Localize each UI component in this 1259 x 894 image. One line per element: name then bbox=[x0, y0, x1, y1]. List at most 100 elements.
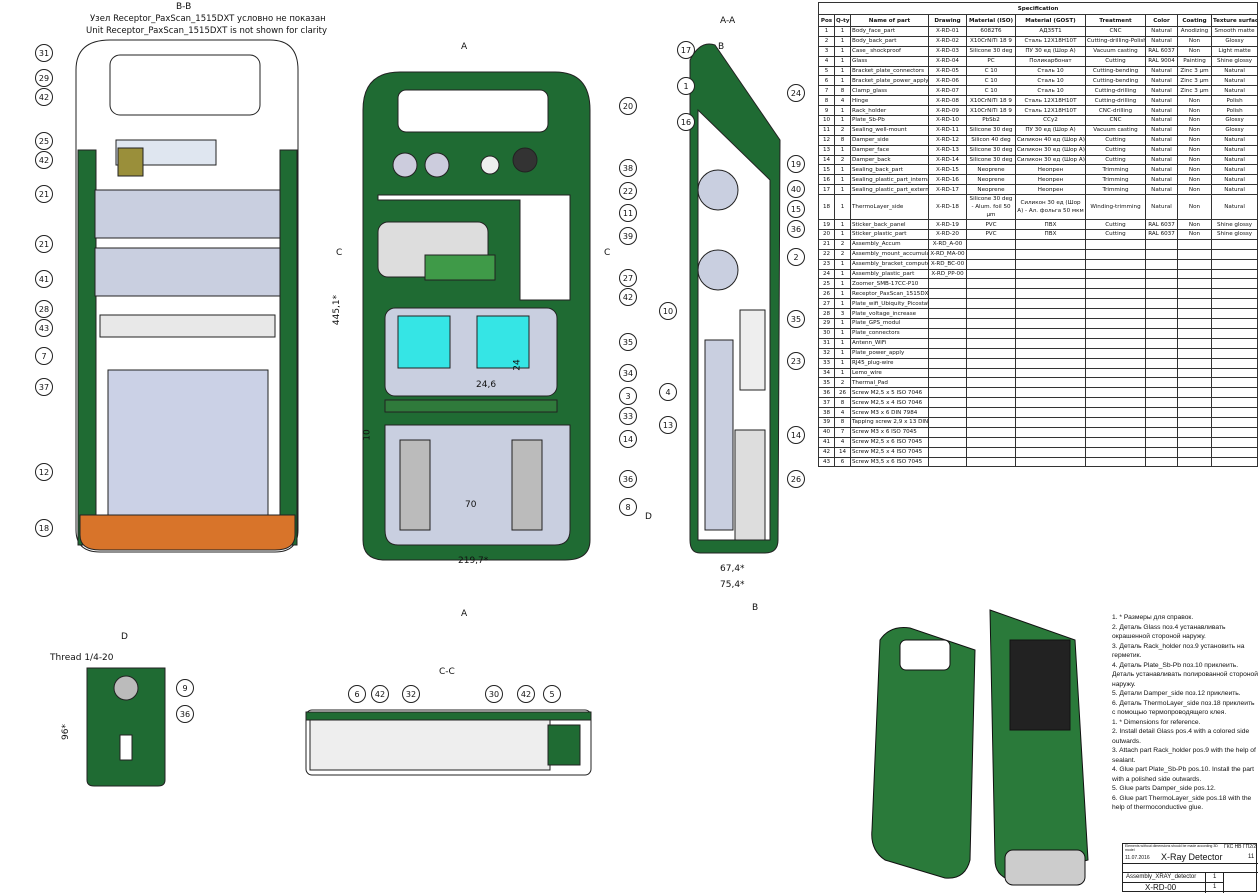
spec-cell: 2 bbox=[834, 248, 851, 260]
spec-cell: Natural bbox=[1145, 174, 1178, 186]
spec-cell bbox=[966, 308, 1016, 320]
spec-cell: CNC bbox=[1085, 26, 1146, 37]
spec-cell bbox=[966, 377, 1016, 389]
spec-cell: 25 bbox=[818, 278, 835, 290]
spec-cell: Поликарбонат bbox=[1015, 55, 1086, 67]
spec-cell bbox=[1210, 387, 1259, 399]
spec-cell: 12 bbox=[818, 134, 835, 146]
spec-cell bbox=[1015, 387, 1086, 399]
callout-front: 11 bbox=[619, 204, 637, 222]
callout-front: 39 bbox=[619, 227, 637, 245]
spec-cell: Non bbox=[1177, 115, 1212, 126]
spec-cell: Plate_GPS_modul bbox=[850, 318, 929, 329]
spec-cell: 1 bbox=[834, 164, 851, 176]
spec-cell bbox=[1015, 426, 1086, 438]
callout-side: 17 bbox=[677, 41, 695, 59]
spec-cell bbox=[1015, 268, 1086, 280]
spec-cell: Non bbox=[1177, 174, 1212, 186]
spec-cell: Screw M3 x 6 DIN 7984 bbox=[850, 407, 929, 418]
spec-cell bbox=[1210, 446, 1259, 458]
spec-cell: Trimming bbox=[1085, 184, 1146, 196]
spec-cell bbox=[1085, 436, 1146, 448]
spec-cell bbox=[1210, 347, 1259, 359]
spec-cell: C 10 bbox=[966, 65, 1016, 77]
spec-cell: 3 bbox=[818, 45, 835, 57]
spec-cell: Cutting-drilling-Polish bbox=[1085, 35, 1146, 47]
spec-column-header: Coating bbox=[1177, 14, 1212, 27]
spec-cell: Non bbox=[1177, 95, 1212, 107]
callout-front: 20 bbox=[619, 97, 637, 115]
spec-cell: Natural bbox=[1145, 134, 1178, 146]
spec-cell: Body_face_part bbox=[850, 26, 929, 37]
spec-cell bbox=[1145, 367, 1178, 379]
spec-cell bbox=[1145, 387, 1178, 399]
callout-front: 27 bbox=[619, 269, 637, 287]
spec-cell: Cutting bbox=[1085, 55, 1146, 67]
note-item: 4. Деталь Plate_Sb-Pb поз.10 приклеить. … bbox=[1112, 661, 1259, 688]
spec-cell: 11 bbox=[818, 124, 835, 136]
spec-cell: 41 bbox=[818, 436, 835, 448]
spec-cell: X-RD-19 bbox=[928, 219, 967, 231]
spec-cell bbox=[1210, 367, 1259, 379]
spec-cell: 4 bbox=[834, 436, 851, 448]
spec-cell: ССу2 bbox=[1015, 115, 1086, 126]
note-item: 1. * Размеры для справок. bbox=[1112, 614, 1194, 621]
spec-cell: Natural bbox=[1210, 144, 1259, 156]
callout-bb: 43 bbox=[35, 319, 53, 337]
spec-cell: Damper_side bbox=[850, 134, 929, 146]
spec-cell: Hinge bbox=[850, 95, 929, 107]
section-arrow-b-bottom: B bbox=[752, 603, 759, 613]
spec-cell: C 10 bbox=[966, 75, 1016, 87]
spec-cell: Сталь 10 bbox=[1015, 65, 1086, 77]
spec-cell: Light matte bbox=[1210, 45, 1259, 57]
spec-cell: Sealing_plastic_part_external bbox=[850, 184, 929, 196]
section-arrow-c-right: C bbox=[604, 248, 611, 258]
spec-cell bbox=[928, 407, 967, 418]
callout-side: 2 bbox=[787, 248, 805, 266]
spec-cell: 40 bbox=[818, 426, 835, 438]
spec-cell bbox=[1145, 258, 1178, 270]
spec-cell: 32 bbox=[818, 347, 835, 359]
spec-cell: 36 bbox=[818, 387, 835, 399]
callout-front: 22 bbox=[619, 182, 637, 200]
spec-cell: Assembly_mount_accumulator bbox=[850, 248, 929, 260]
spec-cell bbox=[1177, 387, 1212, 399]
spec-cell: 33 bbox=[818, 357, 835, 369]
spec-cell bbox=[1210, 278, 1259, 290]
spec-cell bbox=[1015, 327, 1086, 339]
callout-cc: 5 bbox=[543, 685, 561, 703]
spec-cell bbox=[1085, 446, 1146, 458]
spec-cell: CNC-drilling bbox=[1085, 105, 1146, 117]
spec-cell: Winding-trimming bbox=[1085, 194, 1146, 221]
spec-cell bbox=[1177, 347, 1212, 359]
spec-cell: ПВХ bbox=[1015, 229, 1086, 240]
spec-cell: 1 bbox=[834, 174, 851, 186]
spec-cell: 28 bbox=[818, 308, 835, 320]
spec-cell: Natural bbox=[1145, 124, 1178, 136]
spec-cell bbox=[928, 337, 967, 349]
section-bb-label: B-B bbox=[176, 2, 192, 12]
dim-24-6: 24,6 bbox=[476, 380, 497, 390]
spec-cell bbox=[928, 367, 967, 379]
spec-cell bbox=[1177, 456, 1212, 468]
spec-cell bbox=[1210, 298, 1259, 310]
spec-cell: Natural bbox=[1145, 194, 1178, 221]
spec-cell: X-RD_MA-00 bbox=[928, 248, 967, 260]
spec-cell: X-RD-14 bbox=[928, 154, 967, 166]
spec-cell: Shine glossy bbox=[1210, 229, 1259, 240]
view-label-aa: A-A bbox=[720, 16, 736, 26]
spec-cell: Natural bbox=[1145, 164, 1178, 176]
spec-cell bbox=[1177, 288, 1212, 300]
spec-cell bbox=[1145, 377, 1178, 389]
spec-cell: X-RD-20 bbox=[928, 229, 967, 240]
spec-cell bbox=[1015, 238, 1086, 250]
callout-bb: 41 bbox=[35, 270, 53, 288]
spec-cell: 23 bbox=[818, 258, 835, 270]
spec-cell bbox=[1210, 426, 1259, 438]
callout-side: 36 bbox=[787, 220, 805, 238]
